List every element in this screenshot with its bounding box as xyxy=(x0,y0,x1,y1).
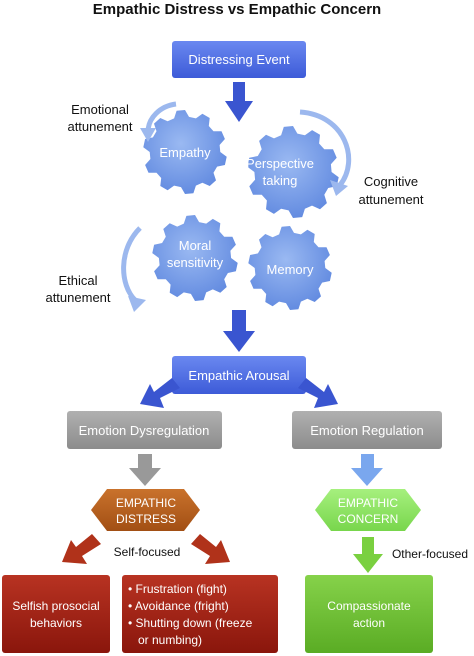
empathic-concern-label-2: CONCERN xyxy=(338,512,399,526)
gear-perspective-label-2: taking xyxy=(263,173,298,188)
emotion-regulation-label: Emotion Regulation xyxy=(310,423,423,438)
gear-memory xyxy=(248,226,332,310)
selfish-prosocial-box xyxy=(2,575,110,653)
compassionate-action-label-2: action xyxy=(353,616,385,630)
arrow-dysregulation-to-distress xyxy=(129,454,161,486)
distress-bullet-1: • Frustration (fight) xyxy=(128,582,227,596)
emotion-dysregulation-box xyxy=(67,411,222,449)
empathic-distress-label-1: EMPATHIC xyxy=(116,496,177,510)
gear-memory-label: Memory xyxy=(267,262,314,277)
arrow-arousal-to-dysregulation xyxy=(140,378,180,408)
arc-emotional-arrowhead xyxy=(140,128,156,142)
label-ethical-1: Ethical xyxy=(58,273,97,288)
empathic-distress-hexagon xyxy=(91,489,200,531)
gear-moral-label-1: Moral xyxy=(179,238,212,253)
label-self-focused: Self-focused xyxy=(114,545,181,559)
selfish-prosocial-label-1: Selfish prosocial xyxy=(12,599,99,613)
emotion-regulation-box xyxy=(292,411,442,449)
label-ethical-2: attunement xyxy=(45,290,110,305)
gear-perspective-label-1: Perspective xyxy=(246,156,314,171)
arrow-gears-to-arousal xyxy=(223,310,255,352)
compassionate-action-label-1: Compassionate xyxy=(327,599,411,613)
label-emotional-1: Emotional xyxy=(71,102,129,117)
gear-moral-label-2: sensitivity xyxy=(167,255,224,270)
diagram-title: Empathic Distress vs Empathic Concern xyxy=(93,1,381,18)
arrow-distress-to-selfish xyxy=(62,534,101,564)
selfish-prosocial-label-2: behaviors xyxy=(30,616,82,630)
empathic-concern-hexagon xyxy=(315,489,421,531)
empathic-arousal-label: Empathic Arousal xyxy=(188,368,289,383)
gear-empathy xyxy=(143,110,227,194)
distress-bullet-3a: • Shutting down (freeze xyxy=(128,616,253,630)
label-cognitive-2: attunement xyxy=(358,192,423,207)
compassionate-action-box xyxy=(305,575,433,653)
empathic-distress-label-2: DISTRESS xyxy=(116,512,176,526)
arc-ethical-arrowhead xyxy=(128,296,146,312)
empathic-arousal-box xyxy=(172,356,306,394)
arrow-regulation-to-concern xyxy=(351,454,383,486)
arrow-arousal-to-regulation xyxy=(298,378,338,408)
arrow-concern-to-compassion xyxy=(353,537,383,573)
arrow-event-to-gears xyxy=(225,82,253,122)
arc-cognitive-arrowhead xyxy=(330,180,348,196)
gear-perspective-taking xyxy=(247,126,339,218)
gear-empathy-label: Empathy xyxy=(159,145,211,160)
label-emotional-2: attunement xyxy=(67,119,132,134)
gear-moral-sensitivity xyxy=(152,215,238,301)
distress-bullet-2: • Avoidance (fright) xyxy=(128,599,229,613)
distressing-event-label: Distressing Event xyxy=(188,52,290,67)
distressing-event-box xyxy=(172,41,306,78)
distress-reactions-box xyxy=(122,575,278,653)
arrow-distress-to-bullets xyxy=(191,534,230,564)
arc-ethical-attunement xyxy=(121,226,142,302)
emotion-dysregulation-label: Emotion Dysregulation xyxy=(79,423,210,438)
label-cognitive-1: Cognitive xyxy=(364,174,418,189)
empathic-concern-label-1: EMPATHIC xyxy=(338,496,399,510)
arc-cognitive-attunement xyxy=(299,109,352,187)
distress-bullet-3b: or numbing) xyxy=(138,633,202,647)
label-other-focused: Other-focused xyxy=(392,547,468,561)
